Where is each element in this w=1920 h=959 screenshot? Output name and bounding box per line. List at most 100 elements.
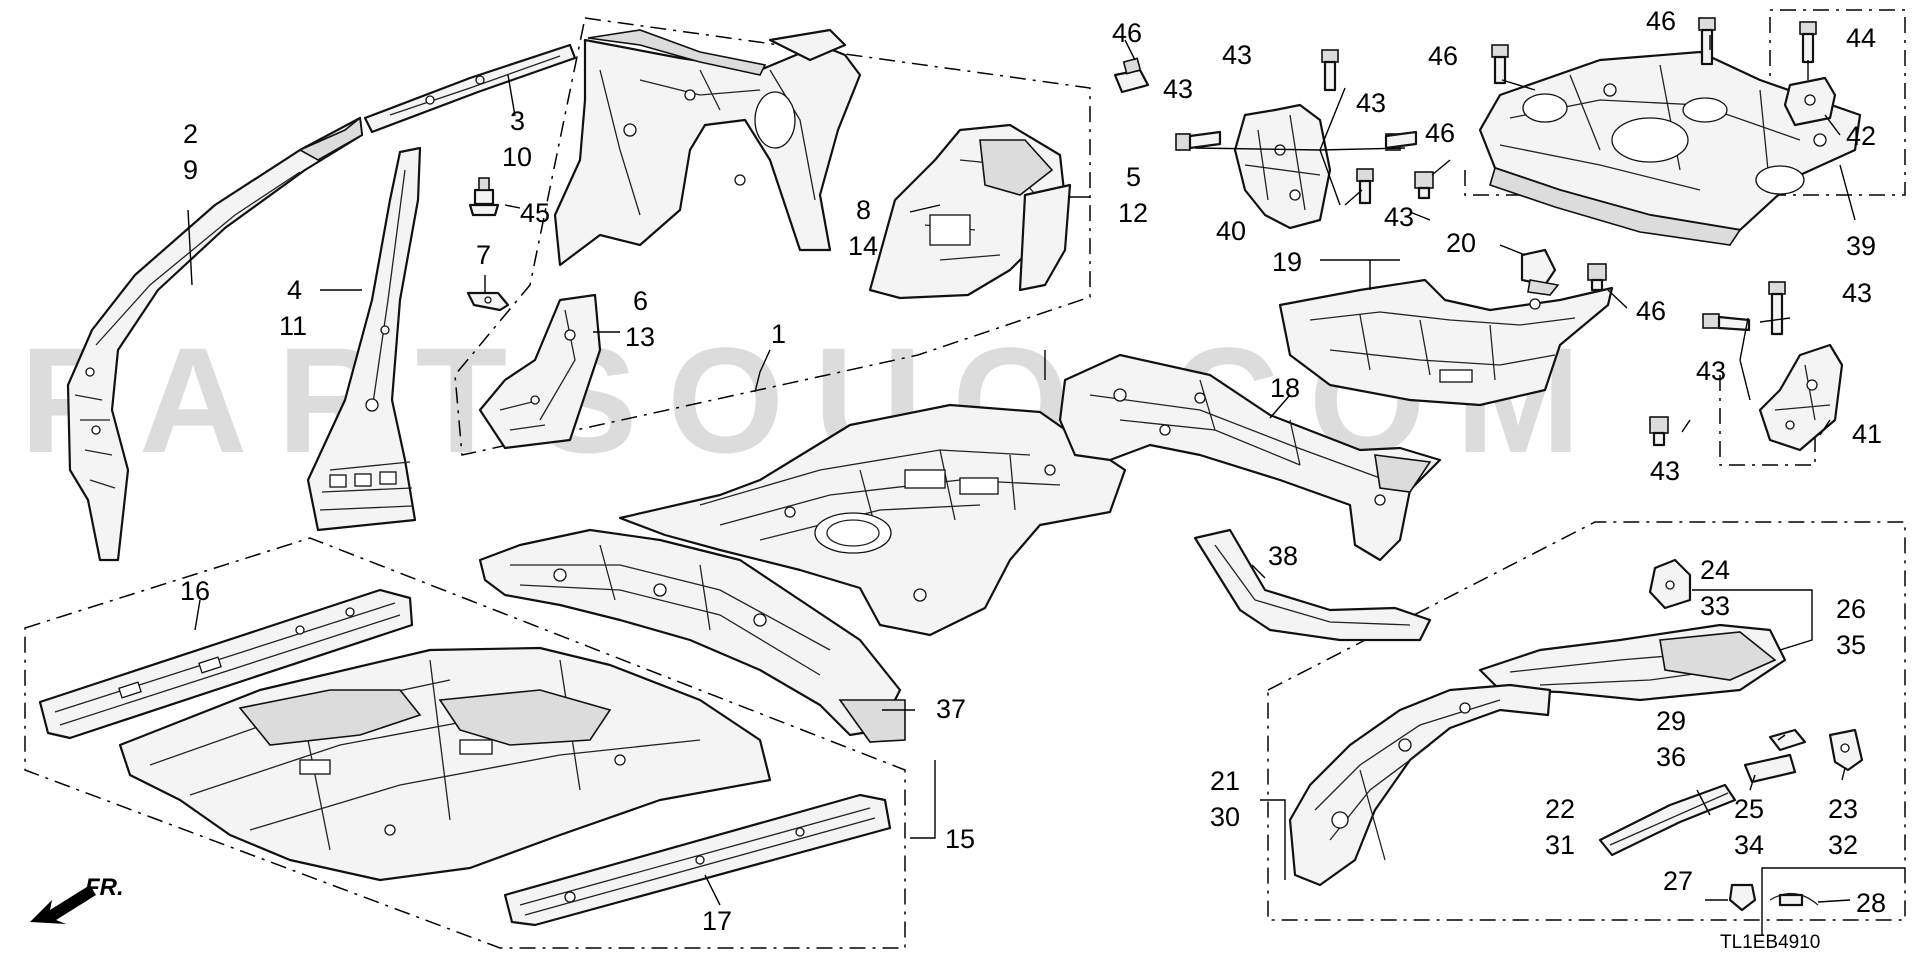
- callout-6: 6: [633, 286, 648, 316]
- callout-12: 12: [1118, 198, 1148, 228]
- callout-39: 39: [1846, 231, 1876, 261]
- callout-5: 5: [1126, 162, 1141, 192]
- callout-33: 33: [1700, 591, 1730, 621]
- callout-41: 41: [1852, 419, 1882, 449]
- callout-10: 10: [502, 142, 532, 172]
- callout-26: 26: [1836, 594, 1866, 624]
- callout-8: 8: [856, 195, 871, 225]
- callout-21: 21: [1210, 766, 1240, 796]
- callout-9: 9: [183, 155, 198, 185]
- group-outline-rear-frame: [1267, 521, 1906, 921]
- part-25-patch: [1743, 753, 1797, 784]
- part-2-roof-side-rail: [66, 116, 364, 562]
- callout-37: 37: [936, 694, 966, 724]
- part-17-side-sill-outer: [503, 793, 892, 927]
- part-15-front-floor-pan: [118, 646, 772, 882]
- part-28-clip: [1769, 893, 1819, 907]
- callout-46-d: 46: [1646, 6, 1676, 36]
- group-outline-shelf: [1464, 9, 1906, 196]
- callout-43-f: 43: [1696, 356, 1726, 386]
- part-7-bracket: [466, 291, 510, 312]
- group-outline-rear-inner: [454, 17, 1091, 456]
- callout-18: 18: [1270, 373, 1300, 403]
- part-20-bracket: [1520, 248, 1560, 296]
- callout-43-a: 43: [1163, 74, 1193, 104]
- callout-2: 2: [183, 119, 198, 149]
- front-direction-label: FR.: [85, 874, 124, 901]
- part-16-side-sill-inner: [38, 588, 414, 740]
- leader-lines: [187, 35, 1856, 906]
- callout-43-e: 43: [1842, 278, 1872, 308]
- part-26-frame-extension: [1478, 623, 1787, 702]
- part-43-bolts: [1175, 49, 1786, 447]
- callout-7: 7: [476, 240, 491, 270]
- callout-34: 34: [1734, 830, 1764, 860]
- front-direction-arrow: FR.: [30, 874, 124, 924]
- callout-15: 15: [945, 824, 975, 854]
- part-42-bracket: [1783, 76, 1837, 127]
- callout-32: 32: [1828, 830, 1858, 860]
- callout-labels: 1 2 9 3 10 45 4 11 7 6 13 8 14 5 12 46 4…: [180, 6, 1886, 936]
- part-21-rear-frame: [1288, 683, 1552, 887]
- part-39-rear-shelf: [1478, 50, 1862, 246]
- diagram-code: TL1EB4910: [1720, 932, 1820, 953]
- part-29-clip: [1768, 728, 1807, 752]
- part-18-rear-crossmember: [1058, 353, 1442, 562]
- part-41-bracket: [1758, 343, 1844, 452]
- part-40-gusset: [1233, 103, 1332, 230]
- box-outline-28: [1761, 867, 1905, 935]
- callout-24: 24: [1700, 555, 1730, 585]
- part-46-bolts: [1414, 17, 1716, 292]
- part-5-rear-wheelhouse: [868, 123, 1072, 300]
- arrow-left-icon: [30, 885, 96, 924]
- part-1-rear-floor-pan: [618, 403, 1127, 637]
- callout-46-e: 46: [1636, 296, 1666, 326]
- part-22-stiffener: [1598, 783, 1737, 857]
- callout-22: 22: [1545, 794, 1575, 824]
- part-3-rear-rail: [363, 43, 577, 134]
- group-outline-front-floor: [24, 537, 906, 949]
- callout-35: 35: [1836, 630, 1866, 660]
- callout-3: 3: [510, 106, 525, 136]
- callout-43-c: 43: [1356, 88, 1386, 118]
- part-45-bolt: [468, 177, 500, 217]
- group-outline-bracket-41: [1719, 375, 1816, 466]
- callout-20: 20: [1446, 228, 1476, 258]
- callout-30: 30: [1210, 802, 1240, 832]
- part-23-bracket: [1828, 728, 1864, 772]
- callout-29: 29: [1656, 706, 1686, 736]
- callout-46-a: 46: [1112, 18, 1142, 48]
- callout-45: 45: [520, 198, 550, 228]
- callout-43-d: 43: [1384, 202, 1414, 232]
- callout-13: 13: [625, 322, 655, 352]
- callout-44: 44: [1846, 23, 1876, 53]
- callout-36: 36: [1656, 742, 1686, 772]
- part-44-bolt: [1799, 21, 1817, 64]
- callout-4: 4: [287, 275, 302, 305]
- callout-43-g: 43: [1650, 456, 1680, 486]
- callout-14: 14: [848, 231, 878, 261]
- callout-27: 27: [1663, 866, 1693, 896]
- callout-1: 1: [771, 319, 786, 349]
- callout-25: 25: [1734, 794, 1764, 824]
- part-46-bolt-a: [1113, 57, 1150, 94]
- callout-11: 11: [279, 311, 307, 341]
- part-38-brace: [1193, 528, 1432, 642]
- callout-46-c: 46: [1428, 41, 1458, 71]
- part-27-clip: [1728, 883, 1757, 912]
- callout-19: 19: [1272, 247, 1302, 277]
- callout-28: 28: [1856, 888, 1886, 918]
- part-8-rear-inner-panel: [553, 28, 862, 267]
- callout-23: 23: [1828, 794, 1858, 824]
- part-4-center-pillar: [306, 146, 422, 532]
- callout-42: 42: [1846, 121, 1876, 151]
- callout-38: 38: [1268, 541, 1298, 571]
- callout-46-b: 46: [1425, 118, 1455, 148]
- part-6-inner-brace: [478, 293, 602, 450]
- callout-31: 31: [1545, 830, 1575, 860]
- part-24-bracket: [1648, 558, 1692, 610]
- callout-16: 16: [180, 576, 210, 606]
- callout-17: 17: [702, 906, 732, 936]
